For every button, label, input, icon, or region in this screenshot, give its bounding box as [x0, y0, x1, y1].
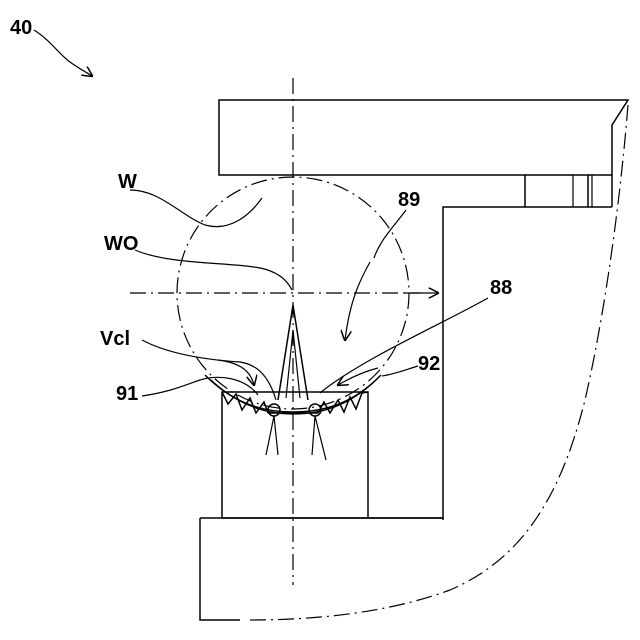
flow-arrow-89 [345, 262, 370, 340]
figure-number-label: 40 [10, 17, 32, 39]
base-plate [200, 518, 443, 620]
leader-vcl [142, 340, 276, 400]
side-block [443, 207, 612, 518]
top-plate [219, 100, 628, 175]
figure-arrow [34, 30, 92, 76]
leader-91 [142, 377, 258, 396]
leader-88 [320, 298, 488, 393]
side-block-slots [525, 175, 612, 207]
label-91: 91 [116, 383, 138, 405]
label-vcl: Vcl [100, 328, 130, 350]
side-block-slot-lines [573, 175, 592, 207]
label-89: 89 [398, 189, 420, 211]
label-wo: WO [104, 233, 138, 255]
leader-92 [382, 366, 418, 376]
holder-block [222, 392, 368, 518]
leader-w [130, 190, 262, 227]
flow-arrow-92 [338, 368, 378, 385]
label-88: 88 [490, 277, 512, 299]
leader-wo [135, 250, 292, 290]
label-w: W [118, 171, 137, 193]
label-92: 92 [418, 353, 440, 375]
spray-lines [266, 416, 326, 460]
